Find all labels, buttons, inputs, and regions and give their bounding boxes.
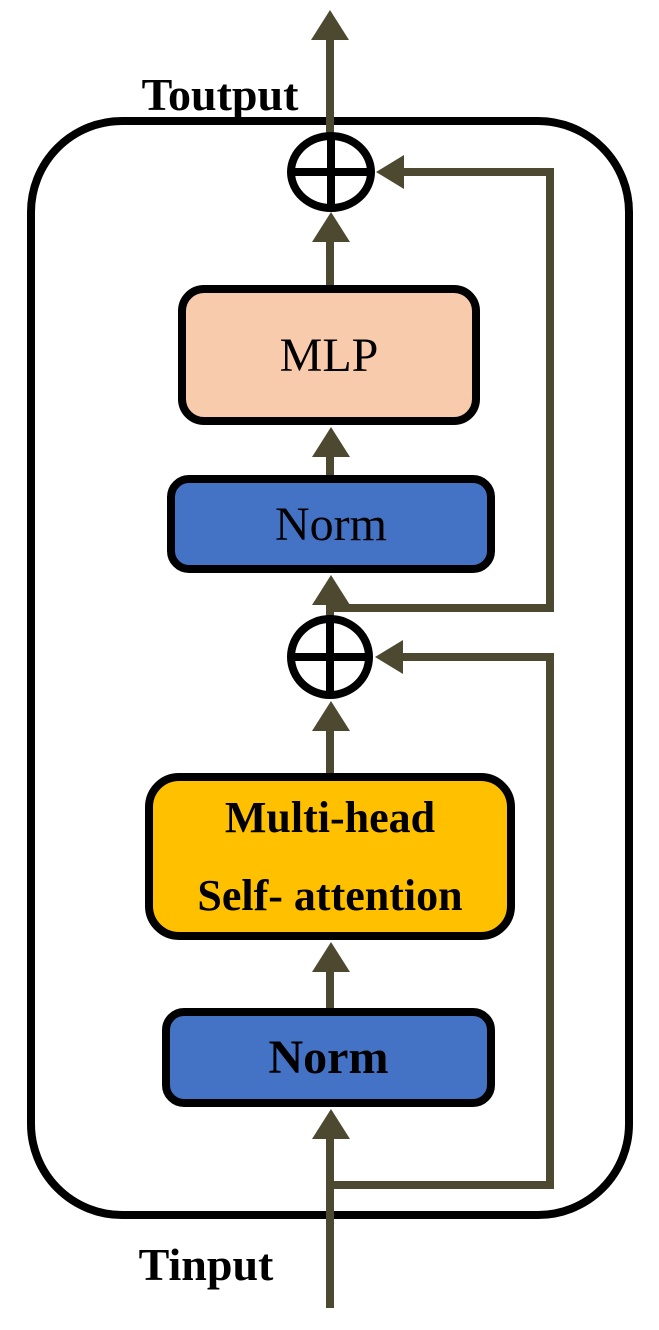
norm-to-mlp-arrow-stem: [326, 452, 334, 475]
residual-top-horizontal-line: [400, 168, 554, 176]
norm-upper-block: Norm: [167, 475, 495, 573]
output-label: Toutput: [141, 69, 299, 120]
add-operator-bottom-cross-vertical: [326, 623, 334, 691]
output-arrow-stem: [326, 36, 334, 136]
residual-top-branch-line: [330, 604, 554, 612]
mlp-block: MLP: [178, 285, 480, 425]
norm-lower-block-label: Norm: [268, 1031, 389, 1084]
multi-head-self-attention-block: Multi-head Self- attention: [145, 773, 515, 940]
add-operator-top-icon: [287, 132, 375, 212]
residual-bottom-horizontal-line: [399, 653, 554, 661]
residual-top-vertical-line: [546, 168, 554, 612]
norm-lower-block: Norm: [162, 1008, 495, 1107]
residual-bottom-arrowhead-icon: [375, 640, 403, 674]
attention-label-line2: Self- attention: [197, 870, 463, 920]
input-label: Tinput: [138, 1239, 274, 1290]
attention-label-line1: Multi-head: [224, 792, 436, 842]
mlp-block-label: MLP: [279, 328, 379, 382]
residual-bottom-branch-line: [330, 1181, 554, 1189]
residual-bottom-vertical-line: [546, 653, 554, 1189]
norm-upper-block-label: Norm: [275, 497, 387, 551]
norm-to-attention-arrow-stem: [326, 967, 334, 1008]
output-arrowhead-icon: [311, 10, 349, 40]
attention-to-add-arrow-stem: [326, 726, 334, 773]
add-operator-bottom-icon: [287, 615, 373, 699]
input-arrow-stem: [326, 1134, 334, 1308]
residual-top-arrowhead-icon: [376, 155, 404, 189]
mlp-to-add-arrowhead-icon: [312, 212, 350, 242]
mlp-to-add-arrow-stem: [326, 238, 334, 285]
add-to-norm-arrow-stem: [326, 600, 334, 617]
add-operator-top-cross-vertical: [327, 140, 335, 204]
